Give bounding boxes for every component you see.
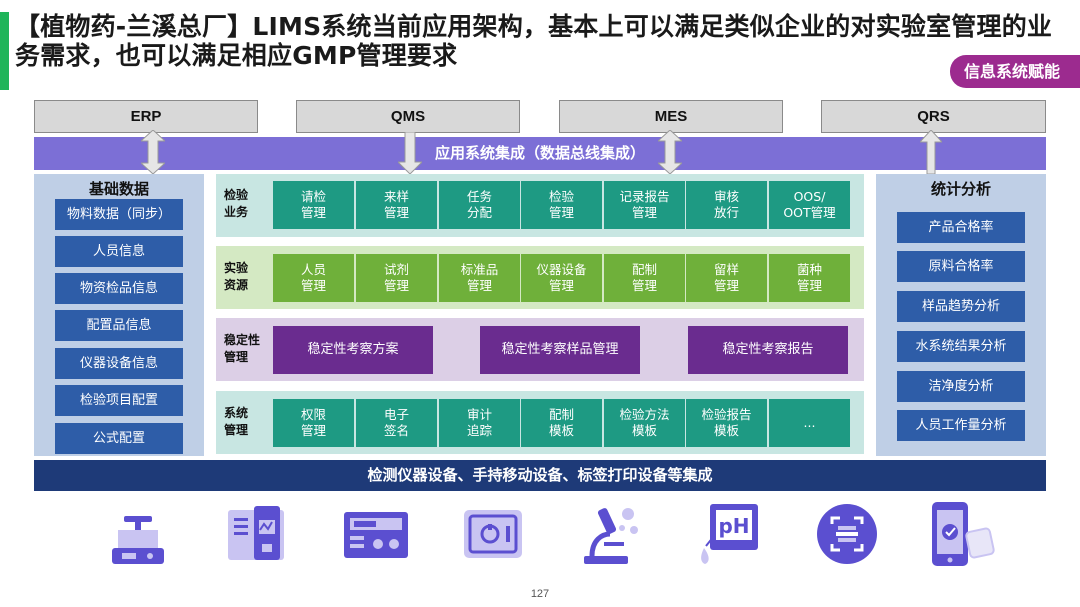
module-cell: 请检 管理	[273, 181, 354, 229]
row-label: 实验 资源	[224, 261, 249, 292]
base-data-panel: 基础数据 物料数据（同步） 人员信息 物资检品信息 配置品信息 仪器设备信息 检…	[34, 174, 204, 456]
row-label: 检验 业务	[224, 188, 249, 219]
module-cell: 标准品 管理	[439, 254, 520, 302]
section-badge: 信息系统赋能	[950, 55, 1080, 88]
microscope-icon	[578, 500, 642, 572]
module-cell: 任务 分配	[439, 181, 520, 229]
module-cell: 权限 管理	[273, 399, 354, 447]
module-cell: 审计 追踪	[439, 399, 520, 447]
module-cell: 检验 管理	[521, 181, 602, 229]
module-cell: 检验报告 模板	[686, 399, 767, 447]
integration-bus: 应用系统集成（数据总线集成）	[34, 137, 1046, 170]
row-label: 稳定性 管理	[224, 333, 261, 364]
module-cell: 人员 管理	[273, 254, 354, 302]
base-data-item: 检验项目配置	[55, 385, 183, 416]
statistics-panel: 统计分析 产品合格率 原料合格率 样品趋势分析 水系统结果分析 洁净度分析 人员…	[876, 174, 1046, 456]
system-mes: MES	[559, 100, 783, 133]
module-cell: 菌种 管理	[769, 254, 850, 302]
base-data-item: 人员信息	[55, 236, 183, 267]
row-system-management: 系统 管理 权限 管理 电子 签名 审计 追踪 配制 模板 检验方法 模板 检验…	[216, 391, 864, 454]
row-inspection-business: 检验 业务 请检 管理 来样 管理 任务 分配 检验 管理 记录报告 管理 审核…	[216, 174, 864, 237]
base-data-item: 仪器设备信息	[55, 348, 183, 379]
page-number: 127	[530, 588, 550, 600]
base-data-item: 公式配置	[55, 423, 183, 454]
module-cell: 稳定性考察方案	[273, 326, 433, 374]
base-data-item: 物料数据（同步）	[55, 199, 183, 230]
module-cell: ...	[769, 399, 850, 447]
svg-text:pH: pH	[718, 514, 749, 538]
title-accent-bar	[0, 12, 9, 90]
dispenser-icon	[224, 500, 288, 572]
statistics-item: 原料合格率	[897, 251, 1025, 282]
module-cell: 检验方法 模板	[604, 399, 685, 447]
scanner-icon	[814, 500, 880, 572]
system-qms: QMS	[296, 100, 520, 133]
module-cell: 留样 管理	[686, 254, 767, 302]
double-arrow-icon	[141, 130, 165, 174]
down-arrow-icon	[398, 132, 422, 174]
module-cell: 审核 放行	[686, 181, 767, 229]
device-integration-bar: 检测仪器设备、手持移动设备、标签打印设备等集成	[34, 460, 1046, 491]
module-cell: 来样 管理	[356, 181, 437, 229]
statistics-item: 产品合格率	[897, 212, 1025, 243]
mobile-device-icon	[928, 500, 998, 574]
module-cell: 试剂 管理	[356, 254, 437, 302]
base-data-title: 基础数据	[88, 180, 149, 198]
system-erp: ERP	[34, 100, 258, 133]
instrument-icon	[342, 500, 410, 572]
statistics-item: 洁净度分析	[897, 371, 1025, 402]
base-data-item: 物资检品信息	[55, 273, 183, 304]
module-cell: 稳定性考察样品管理	[480, 326, 640, 374]
statistics-item: 水系统结果分析	[897, 331, 1025, 362]
module-cell: 记录报告 管理	[604, 181, 685, 229]
module-cell: 电子 签名	[356, 399, 437, 447]
system-qrs: QRS	[821, 100, 1046, 133]
ph-meter-icon: pH	[696, 500, 762, 572]
module-cell: 配制 模板	[521, 399, 602, 447]
row-stability-management: 稳定性 管理 稳定性考察方案 稳定性考察样品管理 稳定性考察报告	[216, 318, 864, 381]
double-arrow-icon	[658, 130, 682, 174]
statistics-title: 统计分析	[930, 180, 991, 198]
module-cell: OOS/ OOT管理	[769, 181, 850, 229]
statistics-item: 样品趋势分析	[897, 291, 1025, 322]
up-arrow-icon	[920, 130, 942, 174]
page-title: 【植物药-兰溪总厂】LIMS系统当前应用架构，基本上可以满足类似企业的对实验室管…	[15, 12, 1053, 70]
row-label: 系统 管理	[224, 406, 249, 437]
balance-icon	[106, 500, 170, 572]
module-cell: 配制 管理	[604, 254, 685, 302]
module-cell: 稳定性考察报告	[688, 326, 848, 374]
row-lab-resources: 实验 资源 人员 管理 试剂 管理 标准品 管理 仪器设备 管理 配制 管理 留…	[216, 246, 864, 309]
base-data-item: 配置品信息	[55, 310, 183, 341]
module-cell: 仪器设备 管理	[521, 254, 602, 302]
statistics-item: 人员工作量分析	[897, 410, 1025, 441]
incubator-icon	[460, 500, 526, 572]
